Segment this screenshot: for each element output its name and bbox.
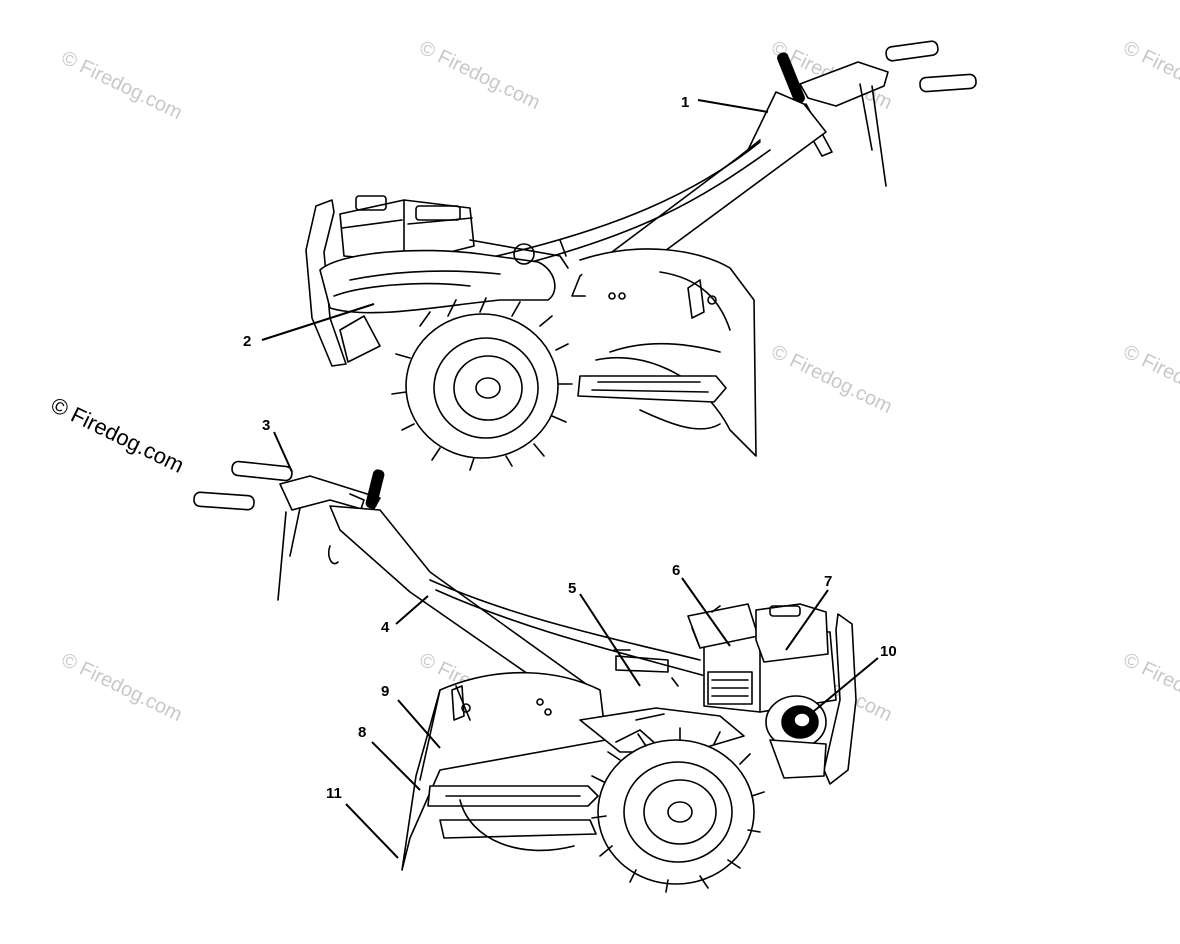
handle-grip (919, 73, 977, 93)
watermark: © Firedog.com (58, 47, 186, 124)
callout-4: 4 (381, 619, 390, 636)
callout-leaders (261, 99, 879, 859)
callout-10: 10 (880, 643, 897, 660)
front-bumper (823, 613, 857, 785)
handle-head (799, 61, 889, 107)
watermark: © Firedog.com (768, 341, 896, 418)
tiller-illustration-bottom (193, 460, 857, 893)
callout-3: 3 (262, 417, 270, 434)
callout-7: 7 (824, 573, 832, 590)
fuel-tank (755, 603, 829, 663)
handle-grip (231, 460, 293, 482)
handle-grip (193, 491, 255, 511)
tine-hood (579, 248, 757, 457)
side-shield (577, 375, 727, 403)
gearshift-knob (365, 469, 385, 509)
watermark: © Firedog.com (1120, 37, 1180, 114)
callout-labels: 1 2 3 4 5 6 7 8 9 10 11 (243, 94, 897, 802)
callout-11: 11 (326, 785, 342, 802)
handle-grip (885, 40, 939, 62)
callout-2: 2 (243, 333, 251, 350)
callout-5: 5 (568, 580, 576, 597)
callout-8: 8 (358, 724, 366, 741)
watermark: © Firedog.com (1120, 341, 1180, 418)
tine-hood (401, 671, 607, 871)
watermark: © Firedog.com (416, 37, 544, 114)
watermark: © Firedog.com (58, 649, 186, 726)
tiller-illustration-top (305, 40, 977, 471)
callout-6: 6 (672, 562, 680, 579)
watermark: © Firedog.com (1120, 649, 1180, 726)
callout-1: 1 (681, 94, 689, 111)
belt-cover (319, 249, 556, 314)
wheel-tire (405, 313, 559, 459)
callout-9: 9 (381, 683, 389, 700)
